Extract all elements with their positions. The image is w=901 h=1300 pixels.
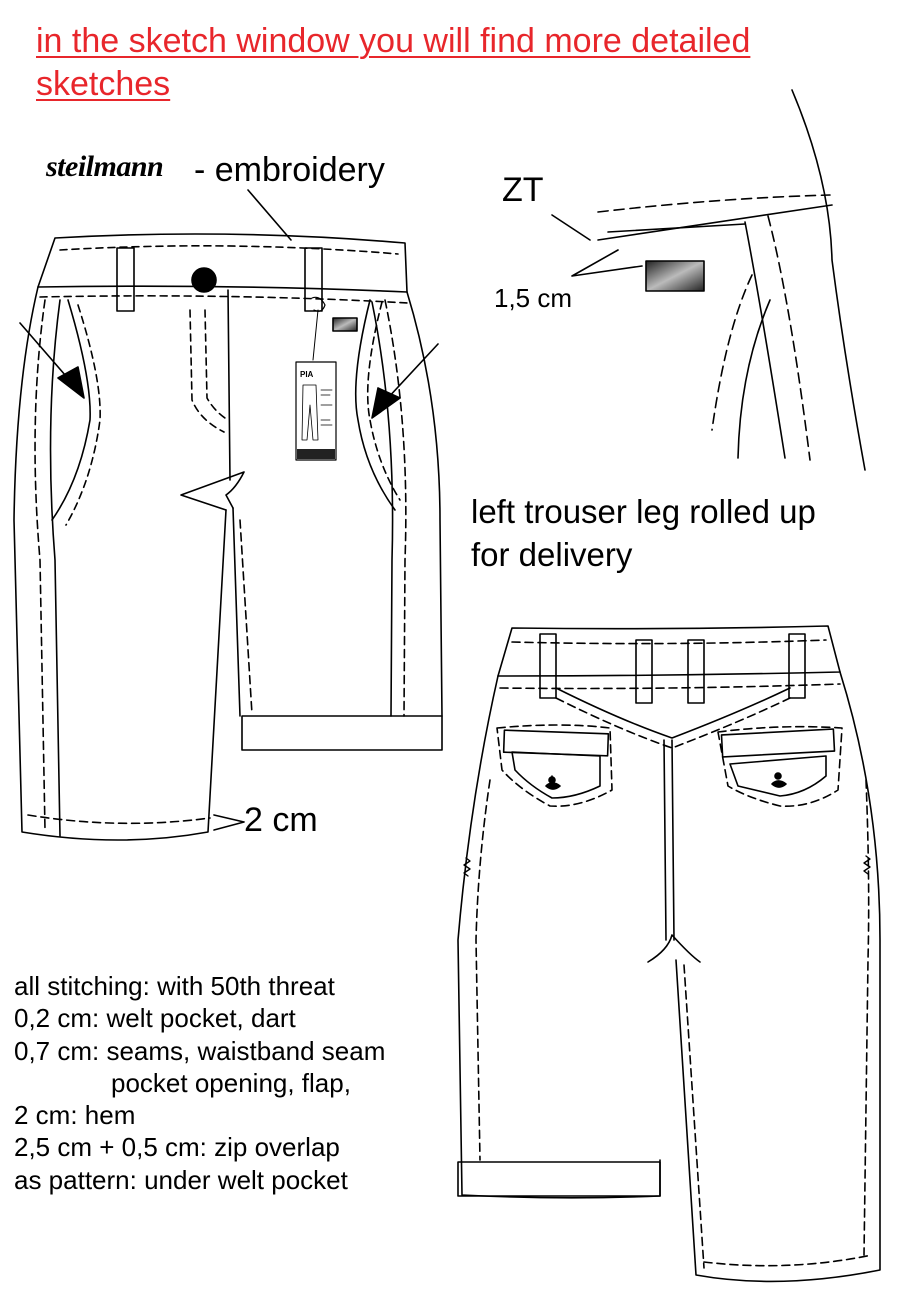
- pocket-flap: [720, 728, 836, 758]
- hem-measure-label: 2 cm: [244, 801, 318, 839]
- hang-tag: PIA: [295, 296, 337, 461]
- pocket-button-icon: [771, 780, 787, 788]
- note-line: as pattern: under welt pocket: [14, 1164, 348, 1195]
- belt-loop: [788, 633, 806, 699]
- rolled-cuff: [457, 1161, 661, 1197]
- brand-label-patch: [332, 317, 358, 332]
- note-line: 0,7 cm: seams, waistband seam: [14, 1035, 386, 1066]
- back-view-shorts: [457, 625, 881, 1283]
- belt-loop: [687, 639, 705, 704]
- waist-button-icon: [191, 267, 217, 293]
- pocket-flap: [502, 729, 610, 757]
- detail-label-patch: [645, 260, 705, 292]
- header-note: in the sketch window you will find more …: [36, 20, 886, 106]
- embroidery-label: - embroidery: [194, 151, 385, 189]
- back-caption-line-2: for delivery: [471, 536, 633, 573]
- belt-loop: [539, 633, 557, 699]
- note-line: 2 cm: hem: [14, 1100, 136, 1131]
- rolled-cuff: [241, 715, 443, 751]
- back-caption: left trouser leg rolled up for delivery: [471, 490, 816, 576]
- back-caption-line-1: left trouser leg rolled up: [471, 493, 816, 530]
- note-line: 2,5 cm + 0,5 cm: zip overlap: [14, 1132, 340, 1163]
- header-line-1: in the sketch window you will find more …: [36, 22, 751, 60]
- front-leg-outline: [13, 286, 227, 841]
- stitching-notes: all stitching: with 50th threat 0,2 cm: …: [14, 970, 385, 1196]
- tag-brand-text: PIA: [300, 370, 314, 379]
- header-line-2: sketches: [36, 65, 171, 103]
- zt-label: ZT: [502, 171, 544, 209]
- front-view-shorts: PIA: [13, 189, 443, 841]
- note-line: 0,2 cm: welt pocket, dart: [14, 1003, 296, 1034]
- measure-1-5-label: 1,5 cm: [494, 283, 573, 313]
- belt-loop: [304, 247, 323, 312]
- front-waistband: [37, 233, 408, 293]
- note-line: pocket opening, flap,: [111, 1067, 351, 1098]
- pocket-button-icon: [545, 782, 561, 790]
- belt-loop: [116, 247, 135, 312]
- note-line: all stitching: with 50th threat: [14, 971, 335, 1001]
- brand-logo-text: steilmann: [46, 150, 164, 183]
- belt-loop: [635, 639, 653, 704]
- waist-detail-view: [551, 89, 866, 471]
